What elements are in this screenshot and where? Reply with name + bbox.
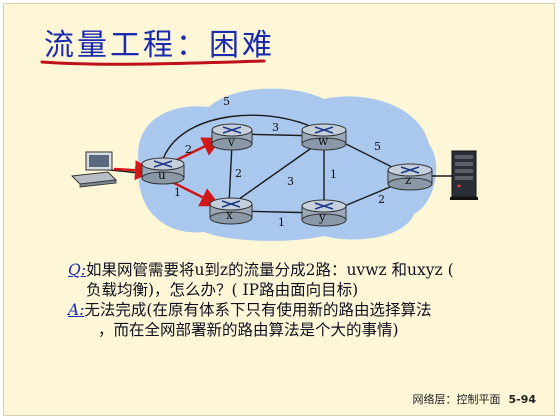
qa-text: Q:如果网管需要将u到z的流量分成2路：uvwz 和uxyz ( 负载均衡)，怎… — [68, 260, 528, 340]
title-underline — [40, 59, 266, 66]
router-v: v — [211, 123, 253, 151]
question-line-2: 负载均衡)，怎么办？( IP路由面向目标) — [68, 280, 528, 300]
link-u-w — [161, 114, 323, 163]
cost-u-x: 1 — [174, 186, 181, 199]
server-icon — [450, 150, 478, 200]
router-w: w — [301, 123, 347, 151]
answer-line-2: ，而在全网部署新的路由算法是个大的事情) — [68, 320, 528, 340]
router-y: y — [301, 199, 347, 227]
routers: u v w x — [141, 123, 433, 227]
cost-v-w: 3 — [272, 121, 279, 134]
router-w-label: w — [318, 134, 329, 148]
router-u: u — [141, 157, 185, 185]
network-diagram: 5 2 1 3 2 3 1 1 5 2 u — [40, 59, 478, 241]
cost-u-w: 5 — [223, 95, 230, 108]
cost-v-x: 2 — [235, 167, 242, 180]
question-text-1: 如果网管需要将u到z的流量分成2路：uvwz 和uxyz ( — [85, 261, 454, 279]
router-z-label: z — [405, 173, 411, 187]
host-computer-icon — [70, 151, 118, 188]
page-number: 5-94 — [508, 393, 536, 406]
slide-title: 流量工程：困难 — [44, 28, 275, 63]
router-u-label: u — [158, 168, 166, 182]
footer: 网络层：控制平面 5-94 — [412, 391, 536, 407]
router-v-label: v — [227, 135, 235, 149]
cost-w-z: 5 — [374, 140, 381, 153]
answer-text-1: 无法完成(在原有体系下只有使用新的路由选择算法 — [84, 301, 432, 319]
link-x-w — [231, 141, 321, 205]
question-line-1: Q:如果网管需要将u到z的流量分成2路：uvwz 和uxyz ( — [68, 260, 528, 280]
link-v-x — [228, 143, 233, 205]
cost-w-y: 1 — [330, 168, 337, 181]
link-costs: 5 2 1 3 2 3 1 1 5 2 — [174, 95, 385, 229]
answer-tag: A: — [68, 301, 85, 319]
footer-chapter: 网络层：控制平面 — [412, 393, 501, 406]
answer-line-1: A:无法完成(在原有体系下只有使用新的路由选择算法 — [68, 300, 528, 320]
cost-y-z: 2 — [378, 193, 385, 206]
cost-u-v: 2 — [185, 143, 192, 156]
question-text-2: 负载均衡)，怎么办？( IP路由面向目标) — [86, 281, 359, 299]
cost-x-y: 1 — [278, 216, 285, 229]
router-x-label: x — [226, 208, 233, 222]
cost-x-w: 3 — [287, 175, 294, 188]
question-tag: Q: — [68, 261, 86, 279]
router-x: x — [209, 197, 253, 225]
router-z: z — [387, 163, 433, 191]
answer-text-2: ，而在全网部署新的路由算法是个大的事情) — [98, 321, 399, 339]
slide: 流量工程：困难 — [3, 3, 555, 416]
router-y-label: y — [318, 210, 326, 224]
